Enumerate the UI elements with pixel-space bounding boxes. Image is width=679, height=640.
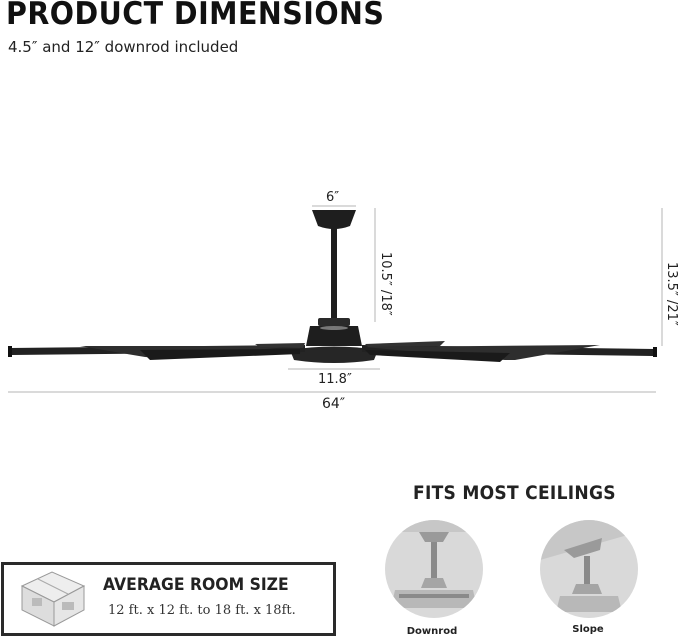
motor-width-label: 11.8″ [318,372,352,387]
ceilings-title: FITS MOST CEILINGS [413,482,616,504]
overall-height-label: 13.5″ /21″ [664,262,679,326]
room-size-title: AVERAGE ROOM SIZE [103,575,289,595]
room-floorplan-icon [20,571,86,627]
motor-height-label: 10.5″ /18″ [378,252,393,316]
room-size-text: 12 ft. x 12 ft. to 18 ft. x 18ft. [108,603,296,618]
page-title: PRODUCT DIMENSIONS [6,0,385,32]
slope-label: Slope [572,624,604,635]
downrod-mount-image [385,520,483,618]
slope-mount-icon [540,520,638,612]
page-subtitle: 4.5″ and 12″ downrod included [8,38,239,56]
ceiling-fan-diagram [8,205,663,393]
slope-mount-image [540,520,638,618]
downrod-mount-icon [385,520,483,608]
canopy-width-label: 6″ [326,190,340,205]
blade-span-label: 64″ [322,396,346,412]
downrod-label: Downrod [406,626,458,637]
